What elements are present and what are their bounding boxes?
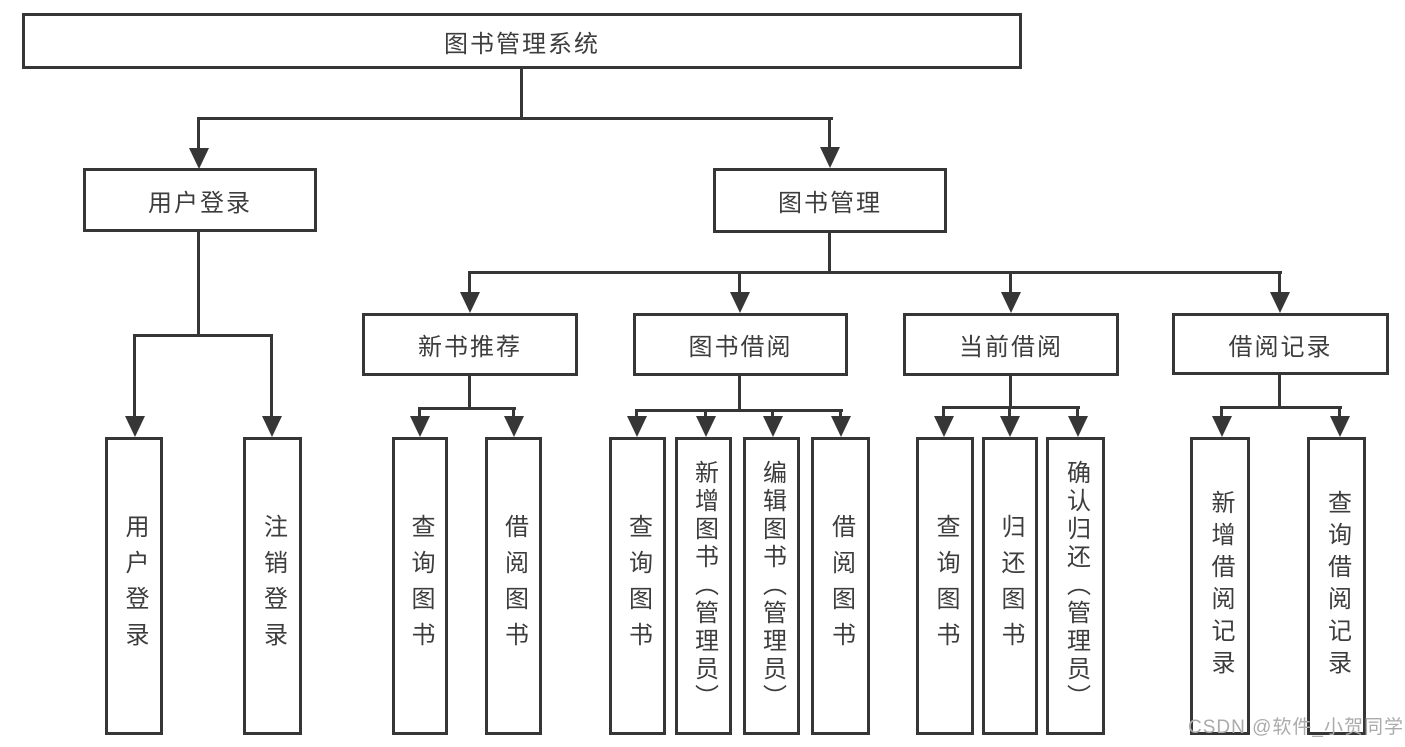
connector-line	[828, 118, 831, 149]
connector-line	[468, 376, 471, 410]
leaf-label: 确认归还（管理员）	[1062, 460, 1090, 712]
arrowhead-down-icon	[410, 416, 430, 437]
node-box-system-root: 图书管理系统	[22, 13, 1022, 69]
leaf-box-borrow-books: 借阅图书	[811, 437, 870, 735]
connector-line	[1278, 272, 1281, 296]
leaf-label: 新增借阅记录	[1207, 490, 1234, 682]
node-box-book-borrowing: 图书借阅	[633, 313, 848, 376]
leaf-box-logout: 注销登录	[243, 437, 302, 735]
leaf-label: 查询图书	[624, 514, 652, 658]
connector-line	[133, 335, 136, 418]
connector-line	[197, 118, 200, 150]
connector-line	[771, 410, 774, 419]
connector-line	[512, 408, 515, 419]
leaf-label: 查询图书	[932, 514, 959, 658]
arrowhead-down-icon	[934, 416, 954, 437]
connector-line	[133, 334, 273, 337]
arrowhead-down-icon	[1270, 292, 1290, 313]
leaf-label: 编辑图书（管理员）	[758, 460, 786, 712]
arrowhead-down-icon	[730, 292, 750, 313]
leaf-box-return-book: 归还图书	[982, 437, 1038, 735]
connector-line	[1220, 407, 1223, 418]
leaf-label: 注销登录	[259, 514, 287, 658]
arrowhead-down-icon	[1001, 292, 1021, 313]
connector-line	[942, 407, 945, 418]
arrowhead-down-icon	[1330, 416, 1350, 437]
leaf-box-confirm-return-admin: 确认归还（管理员）	[1046, 437, 1105, 735]
connector-line	[1338, 407, 1341, 418]
leaf-label: 查询借阅记录	[1323, 490, 1351, 682]
arrowhead-down-icon	[820, 147, 840, 168]
connector-line	[635, 410, 638, 419]
leaf-label: 借阅图书	[827, 514, 855, 658]
node-box-current-borrowing: 当前借阅	[903, 313, 1119, 376]
csdn-watermark: CSDN @软件_小贺同学	[1188, 717, 1404, 738]
connector-line	[738, 272, 741, 296]
connector-line	[1278, 375, 1281, 409]
connector-line	[839, 410, 842, 419]
connector-line	[1009, 272, 1012, 296]
leaf-box-add-borrow-record: 新增借阅记录	[1190, 437, 1250, 735]
connector-line	[197, 232, 200, 337]
arrowhead-down-icon	[696, 416, 716, 437]
leaf-box-query-borrow-record: 查询借阅记录	[1307, 437, 1366, 735]
connector-line	[1008, 407, 1011, 418]
arrowhead-down-icon	[831, 416, 851, 437]
arrowhead-down-icon	[1212, 416, 1232, 437]
connector-line	[942, 406, 1080, 409]
connector-line	[1009, 376, 1012, 409]
leaf-box-borrow-books-recommend: 借阅图书	[485, 437, 542, 735]
arrowhead-down-icon	[189, 148, 209, 169]
connector-line	[270, 335, 273, 418]
leaf-box-query-books-recommend: 查询图书	[392, 437, 448, 735]
leaf-label: 借阅图书	[500, 514, 528, 658]
leaf-label: 用户登录	[121, 514, 148, 658]
connector-line	[738, 376, 741, 412]
leaf-box-user-login: 用户登录	[105, 437, 163, 735]
node-box-borrow-records: 借阅记录	[1172, 313, 1389, 375]
connector-line	[468, 272, 471, 296]
leaf-box-query-books-borrowing: 查询图书	[609, 437, 666, 735]
connector-line	[197, 117, 833, 120]
connector-line	[635, 409, 843, 412]
leaf-box-add-book-admin: 新增图书（管理员）	[675, 437, 732, 735]
leaf-label: 新增图书（管理员）	[690, 460, 718, 712]
leaf-box-edit-book-admin: 编辑图书（管理员）	[743, 437, 800, 735]
connector-line	[418, 407, 516, 410]
arrowhead-down-icon	[460, 292, 480, 313]
connector-line	[1220, 406, 1342, 409]
arrowhead-down-icon	[1000, 416, 1020, 437]
leaf-box-query-books-current: 查询图书	[916, 437, 974, 735]
arrowhead-down-icon	[763, 416, 783, 437]
connector-line	[418, 408, 421, 419]
arrowhead-down-icon	[504, 416, 524, 437]
connector-line	[828, 233, 831, 274]
arrowhead-down-icon	[262, 416, 282, 437]
leaf-label: 归还图书	[997, 514, 1024, 658]
connector-line	[704, 410, 707, 419]
leaf-label: 查询图书	[407, 514, 434, 658]
arrowhead-down-icon	[627, 416, 647, 437]
connector-line	[520, 69, 523, 119]
arrowhead-down-icon	[125, 416, 145, 437]
node-box-new-book-recommend: 新书推荐	[362, 313, 578, 376]
arrowhead-down-icon	[1068, 416, 1088, 437]
node-box-book-management: 图书管理	[713, 168, 947, 233]
connector-line	[1076, 407, 1079, 418]
connector-line	[468, 271, 1282, 274]
node-box-user-login-module: 用户登录	[83, 168, 317, 232]
